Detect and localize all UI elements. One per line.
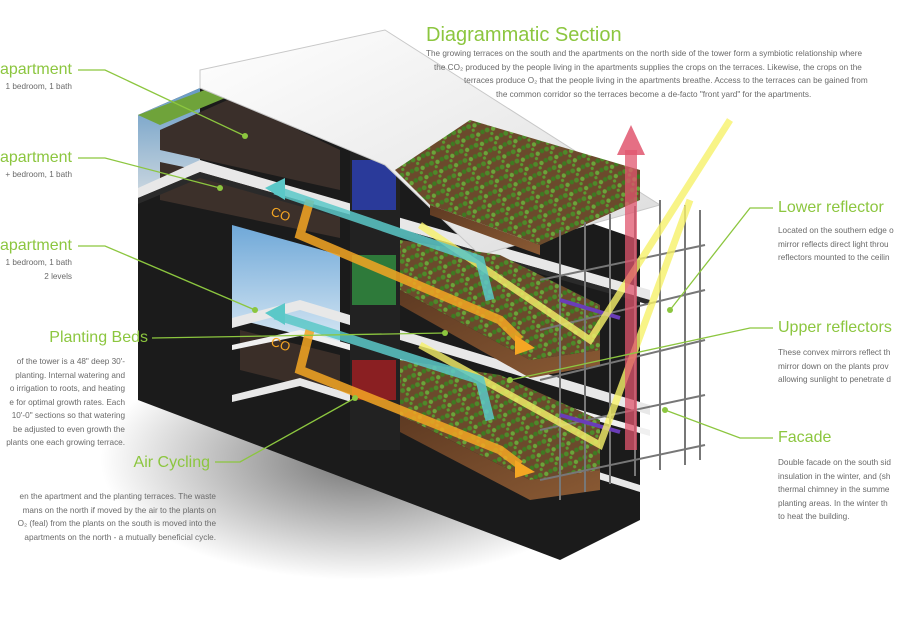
- apartment-1-title: e apartment: [0, 61, 72, 78]
- upper-reflectors-line: allowing sunlight to penetrate d: [778, 375, 891, 384]
- planting-beds-line: e for optimal growth rates. Each: [9, 397, 125, 407]
- apartment-1-line: 1 bedroom, 1 bath: [5, 82, 72, 91]
- leader-lines: [78, 69, 773, 463]
- apartment-2-line: + bedroom, 1 bath: [5, 170, 72, 179]
- planting-bed-upper: [400, 240, 600, 360]
- apartment-interior-upper: [160, 98, 340, 190]
- planting-beds-title: Planting Beds: [49, 329, 148, 346]
- facade-line: to heat the building.: [778, 512, 850, 521]
- apartment-3-body: 1 bedroom, 1 bath 2 levels: [6, 256, 72, 283]
- facade-line: planting areas. In the winter th: [778, 498, 888, 508]
- section-line: The growing terraces on the south and th…: [426, 49, 862, 58]
- upper-reflectors-line: These convex mirrors reflect th: [778, 348, 891, 357]
- planting-beds-line: planting. Internal watering and: [15, 370, 125, 380]
- lower-reflector-body: Located on the southern edge o mirror re…: [778, 224, 894, 265]
- lower-reflector-line: reflectors mounted to the ceilin: [778, 253, 890, 262]
- section-description: The growing terraces on the south and th…: [426, 47, 900, 101]
- apartment-interior-middle: [160, 162, 340, 238]
- air-cycling-title: Air Cycling: [133, 454, 210, 471]
- planting-beds-line: of the tower is a 48" deep 30'-: [16, 357, 125, 366]
- section-line: terraces produce O₂ that the people livi…: [464, 76, 868, 85]
- apartment-3-line: 1 bedroom, 1 bath: [5, 258, 72, 267]
- air-cycling-line: mans on the north if moved by the air to…: [22, 505, 216, 515]
- lower-reflector-title: Lower reflector: [778, 199, 884, 216]
- apartment-3-line: 2 levels: [44, 271, 72, 281]
- planting-beds-line: 10'-0" sections so that watering: [11, 411, 125, 420]
- section-title: Diagrammatic Section: [426, 24, 622, 46]
- section-line: the common corridor so the terraces beco…: [496, 89, 812, 99]
- facade-line: insulation in the winter, and (sh: [778, 471, 891, 481]
- oxygen-airflow-arrow: [273, 185, 495, 422]
- air-cycling-line: en the apartment and the planting terrac…: [19, 492, 216, 501]
- planting-beds-body: of the tower is a 48" deep 30'- planting…: [6, 355, 125, 450]
- facade-line: thermal chimney in the summe: [778, 485, 890, 494]
- apartment-2-body: + bedroom, 1 bath: [5, 168, 72, 182]
- air-cycling-line: apartments on the north - a mutually ben…: [24, 532, 216, 542]
- facade-body: Double facade on the south sid insulatio…: [778, 456, 891, 524]
- heat-exhaust-arrow: [617, 125, 645, 450]
- lower-reflector-line: Located on the southern edge o: [778, 226, 894, 235]
- co2-airflow-arrow: [294, 198, 524, 469]
- facade-line: Double facade on the south sid: [778, 458, 891, 467]
- upper-reflectors-body: These convex mirrors reflect th mirror d…: [778, 346, 891, 387]
- leader-dots: [217, 133, 673, 413]
- planting-beds-line: o irrigation to roots, and heating: [9, 384, 125, 393]
- apartment-1-body: 1 bedroom, 1 bath: [6, 80, 72, 94]
- upper-reflectors-title: Upper reflectors: [778, 319, 892, 336]
- lower-reflector-line: mirror reflects direct light throu: [778, 239, 889, 249]
- planting-beds-line: be adjusted to even growth the: [13, 424, 125, 434]
- air-cycling-line: O₂ (feal) from the plants on the south i…: [17, 519, 216, 528]
- upper-reflectors-line: mirror down on the plants prov: [778, 361, 889, 371]
- apartment-3-title: e apartment: [0, 237, 72, 254]
- apartment-2-title: e apartment: [0, 149, 72, 166]
- section-line: the CO₂ produced by the people living in…: [434, 62, 862, 72]
- planting-bed-lower: [400, 360, 600, 480]
- planting-beds-line: plants one each growing terrace.: [6, 438, 125, 447]
- duct-label-upper: CO: [269, 204, 292, 225]
- facade-title: Facade: [778, 429, 832, 446]
- roof-crops: [395, 120, 640, 245]
- duct-label-lower: CO: [269, 334, 292, 355]
- green-roof: [138, 88, 230, 125]
- air-cycling-body: en the apartment and the planting terrac…: [18, 490, 216, 544]
